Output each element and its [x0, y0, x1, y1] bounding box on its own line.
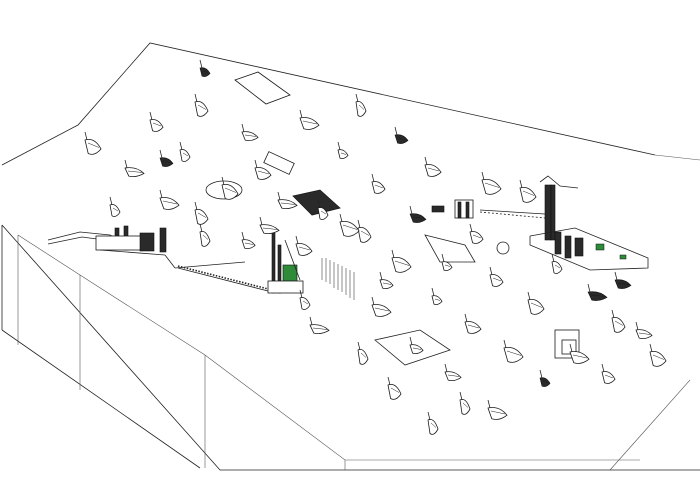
- sculpture: [84, 131, 102, 155]
- sculpture: [357, 341, 369, 365]
- sculpture: [317, 199, 329, 220]
- sculpture: [444, 363, 462, 382]
- sculpture: [391, 249, 412, 273]
- sculpture: [337, 141, 349, 160]
- sculpture: [539, 369, 551, 387]
- sculpture: [569, 343, 590, 364]
- sculpture: [124, 159, 145, 178]
- sculpture: [254, 159, 272, 180]
- sculpture: [649, 343, 667, 367]
- left-structure: [47, 225, 246, 269]
- sculptures: [84, 59, 667, 435]
- sculpture: [489, 266, 504, 287]
- sculpture: [277, 191, 298, 210]
- sculpture: [587, 283, 608, 301]
- dotted-path: [177, 265, 273, 293]
- sculpture: [355, 93, 367, 117]
- sculpture: [357, 219, 372, 243]
- sculpture: [221, 176, 239, 200]
- sculpture: [159, 149, 174, 167]
- sculpture: [194, 201, 209, 225]
- sculpture: [179, 141, 191, 162]
- sculpture: [409, 336, 424, 355]
- sculpture: [149, 111, 164, 132]
- sculpture: [519, 179, 537, 203]
- sculpture: [241, 123, 259, 142]
- sculpture: [339, 213, 360, 237]
- sculpture: [371, 296, 392, 317]
- sculpture: [259, 216, 280, 235]
- sculpture: [601, 363, 616, 384]
- sculpture: [424, 156, 442, 177]
- platforms: [205, 71, 580, 366]
- sculpture: [481, 171, 502, 195]
- sculpture: [241, 231, 256, 250]
- sculpture: [309, 316, 330, 335]
- sculpture: [109, 196, 121, 217]
- sculpture: [503, 339, 524, 363]
- hatch-panel: [321, 258, 355, 300]
- right-structure: [431, 175, 649, 271]
- sculpture: [379, 271, 394, 290]
- sculpture: [394, 126, 409, 144]
- sculpture: [299, 289, 311, 310]
- sculpture: [459, 391, 471, 415]
- sculpture: [194, 93, 209, 117]
- sculpture: [159, 189, 180, 210]
- sculpture: [371, 173, 386, 194]
- sculpture: [199, 223, 211, 247]
- sculpture: [487, 399, 508, 420]
- sculpture: [427, 411, 439, 435]
- sculpture: [551, 253, 563, 274]
- sculpture: [299, 109, 320, 130]
- sculpture: [464, 313, 482, 334]
- sculpture: [469, 223, 484, 244]
- sculpture: [199, 59, 211, 77]
- sculpture: [441, 253, 453, 272]
- sculpture: [635, 321, 653, 340]
- sculpture: [527, 291, 545, 315]
- sculpture: [611, 309, 626, 333]
- sculpture: [387, 376, 402, 400]
- sculpture: [431, 287, 443, 306]
- sculpture: [295, 235, 313, 256]
- ground-plane: [1, 42, 700, 471]
- sculpture: [409, 205, 427, 223]
- sculpture: [614, 271, 632, 289]
